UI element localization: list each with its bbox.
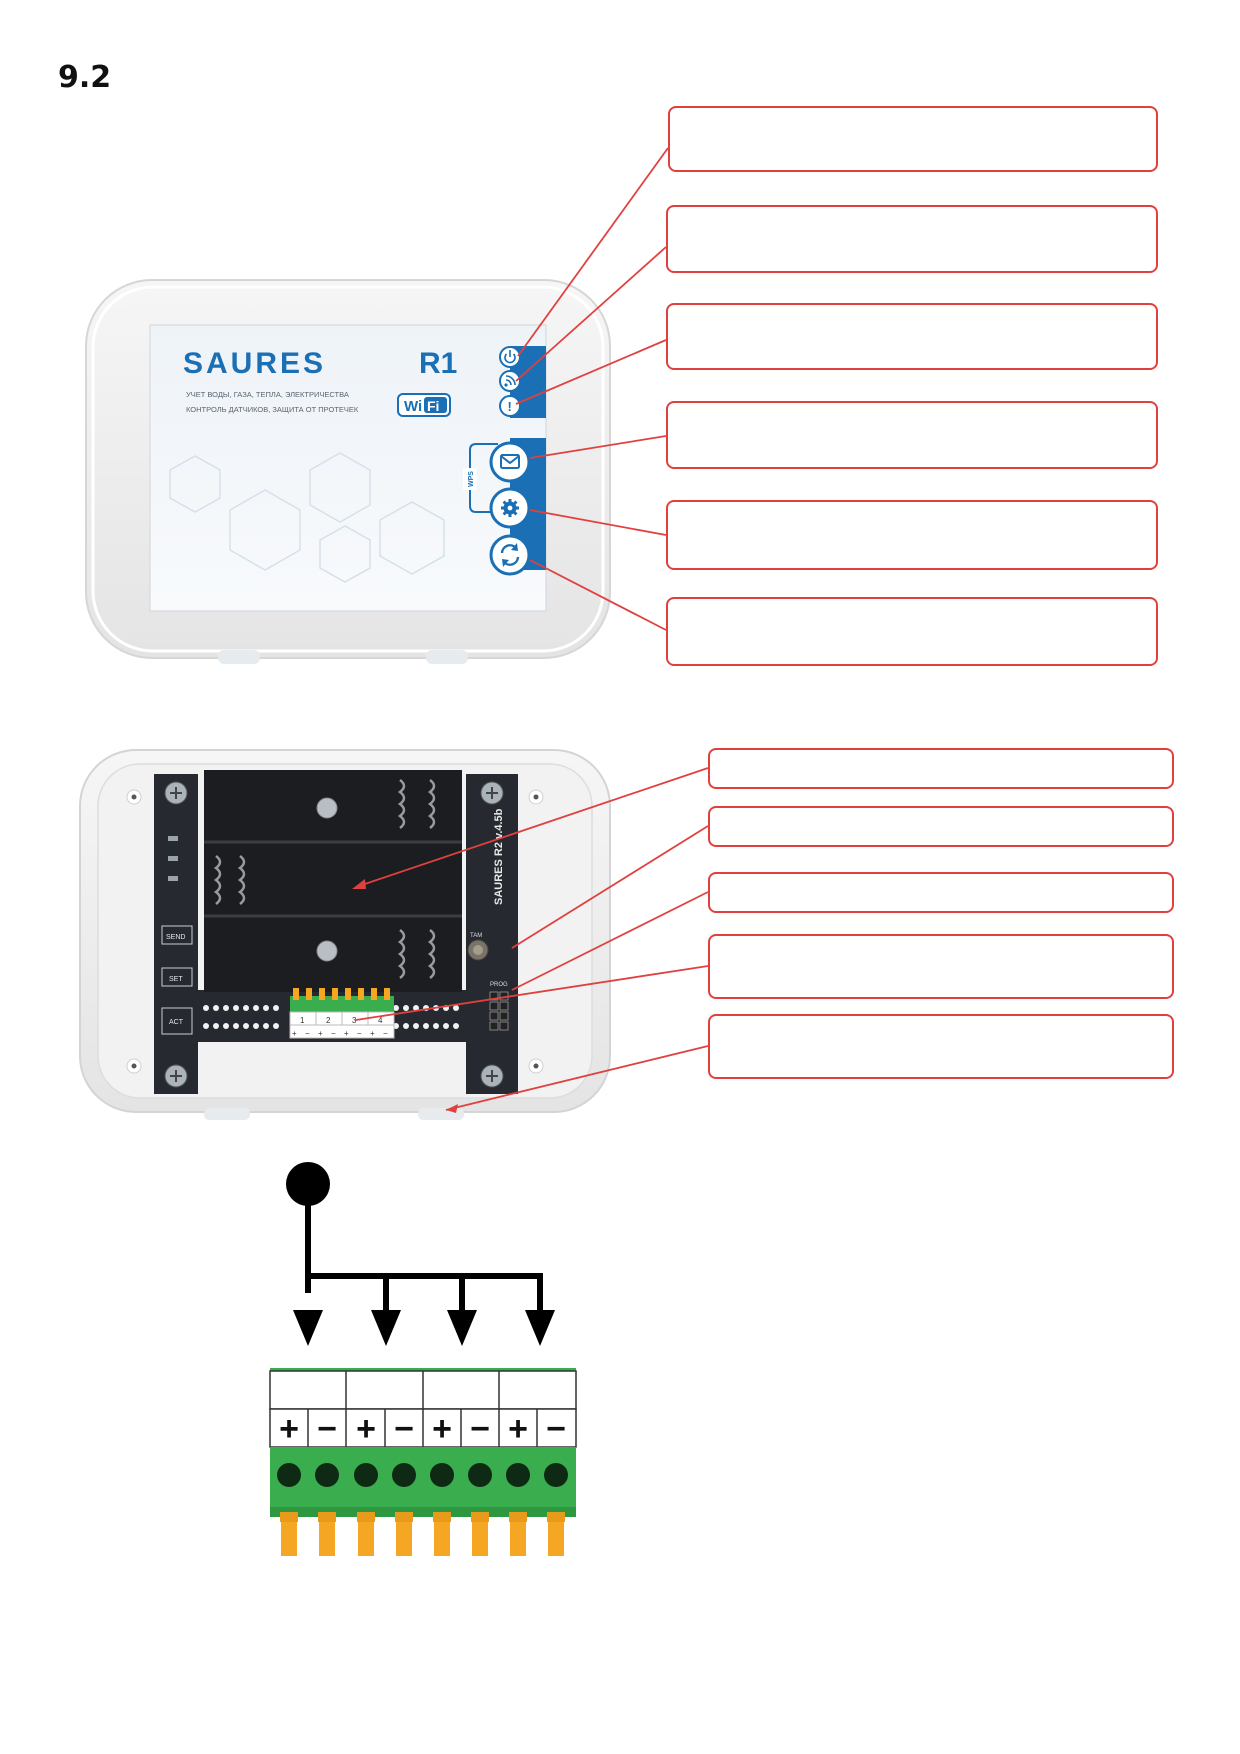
device-front: SAURES R1 УЧЕТ ВОДЫ, ГАЗА, ТЕПЛА, ЭЛЕКТР… — [85, 279, 611, 664]
pcb-button-act[interactable]: ACT — [161, 1007, 193, 1035]
brand-name: SAURES — [183, 347, 326, 380]
wifi-label-left: Wi — [404, 398, 422, 415]
case-foot — [426, 650, 468, 664]
pcb-channel-2: 2 — [326, 1016, 331, 1025]
terminal-polarity-7: + — [508, 1410, 528, 1448]
pcb-terminal-block — [289, 988, 395, 1039]
terminal-levers — [280, 1512, 565, 1556]
terminal-polarity-2: − — [317, 1410, 337, 1448]
terminal-polarity-3: + — [356, 1410, 376, 1448]
tagline-line1: УЧЕТ ВОДЫ, ГАЗА, ТЕПЛА, ЭЛЕКТРИЧЕСТВА — [186, 390, 349, 399]
board-label: SAURES R2 v.4.5b — [493, 808, 505, 905]
callout-cable-entry — [708, 1014, 1174, 1079]
wiring-diagram: + − + − + − + − — [269, 1162, 577, 1556]
pcb-button-send-label: SEND — [166, 934, 185, 941]
terminal-polarity-4: − — [394, 1410, 414, 1448]
pcb-button-act-label: ACT — [169, 1019, 184, 1026]
case-foot — [218, 650, 260, 664]
prog-connector — [489, 991, 509, 1031]
tamper-switch[interactable] — [467, 939, 489, 961]
pin-rows — [203, 1005, 459, 1029]
settings-button[interactable] — [489, 487, 531, 529]
tamper-label: TAM — [470, 933, 482, 939]
battery-springs — [213, 779, 436, 979]
cable-entry — [418, 1108, 464, 1120]
terminal-polarity-5: + — [432, 1410, 452, 1448]
pcb-polarity-7: + — [370, 1029, 375, 1038]
pcb-channel-4: 4 — [378, 1016, 383, 1025]
pcb-right — [466, 774, 518, 1094]
terminal-polarity-8: − — [546, 1410, 566, 1448]
pcb-polarity-5: + — [344, 1029, 349, 1038]
wifi-indicator — [499, 370, 521, 392]
wiring-arrowheads — [293, 1310, 555, 1346]
pcb-polarity-8: − — [383, 1029, 388, 1038]
alert-icon: ! — [508, 399, 512, 414]
pcb-polarity-3: + — [318, 1029, 323, 1038]
callout-power-indicator — [668, 106, 1158, 172]
tagline-line2: КОНТРОЛЬ ДАТЧИКОВ, ЗАЩИТА ОТ ПРОТЕЧЕК — [186, 405, 359, 414]
envelope-icon — [500, 454, 520, 469]
inside-leader-lines — [355, 767, 709, 1111]
cable-entry — [204, 1108, 250, 1120]
pcb-polarity-2: − — [305, 1029, 310, 1038]
refresh-button[interactable] — [489, 534, 531, 576]
callout-prog-connector — [708, 872, 1174, 913]
callout-settings-button — [666, 500, 1158, 570]
wifi-icon — [504, 375, 516, 387]
alert-indicator: ! — [499, 395, 521, 417]
front-leader-lines — [515, 147, 669, 631]
callout-refresh-button — [666, 597, 1158, 666]
callout-tamper-switch — [708, 806, 1174, 847]
gear-icon — [501, 499, 519, 517]
wps-label: WPS — [468, 471, 475, 487]
callout-wifi-indicator — [666, 205, 1158, 273]
pcb-channel-1: 1 — [300, 1016, 305, 1025]
callout-terminal-block — [708, 934, 1174, 999]
power-icon — [504, 350, 516, 364]
prog-label: PROG — [490, 982, 508, 988]
pcb-polarity-6: − — [357, 1029, 362, 1038]
pcb-button-set-label: SET — [169, 976, 183, 983]
terminal-polarity-1: + — [279, 1410, 299, 1448]
terminal-block — [269, 1368, 577, 1556]
terminal-polarity-6: − — [470, 1410, 490, 1448]
pcb-button-send[interactable]: SEND — [161, 925, 193, 945]
pcb-button-set[interactable]: SET — [161, 967, 193, 987]
callout-alert-indicator — [666, 303, 1158, 370]
model-name: R1 — [419, 347, 457, 380]
send-button[interactable] — [489, 441, 531, 483]
pcb-channel-3: 3 — [352, 1016, 357, 1025]
hexagon-pattern — [169, 452, 445, 583]
wifi-label-right: Fi — [427, 398, 439, 414]
refresh-icon — [500, 543, 520, 567]
device-inside: SEND SET ACT SAURES R2 v.4.5b TAM PROG — [79, 749, 611, 1120]
callout-battery-compartment — [708, 748, 1174, 789]
pcb-polarity-4: − — [331, 1029, 336, 1038]
power-indicator — [499, 346, 521, 368]
wifi-badge: Wi Fi — [397, 393, 451, 417]
inside-arrowheads — [352, 879, 458, 1113]
pcb-polarity-1: + — [292, 1029, 297, 1038]
callout-send-button — [666, 401, 1158, 469]
section-number: 9.2 — [58, 60, 112, 95]
